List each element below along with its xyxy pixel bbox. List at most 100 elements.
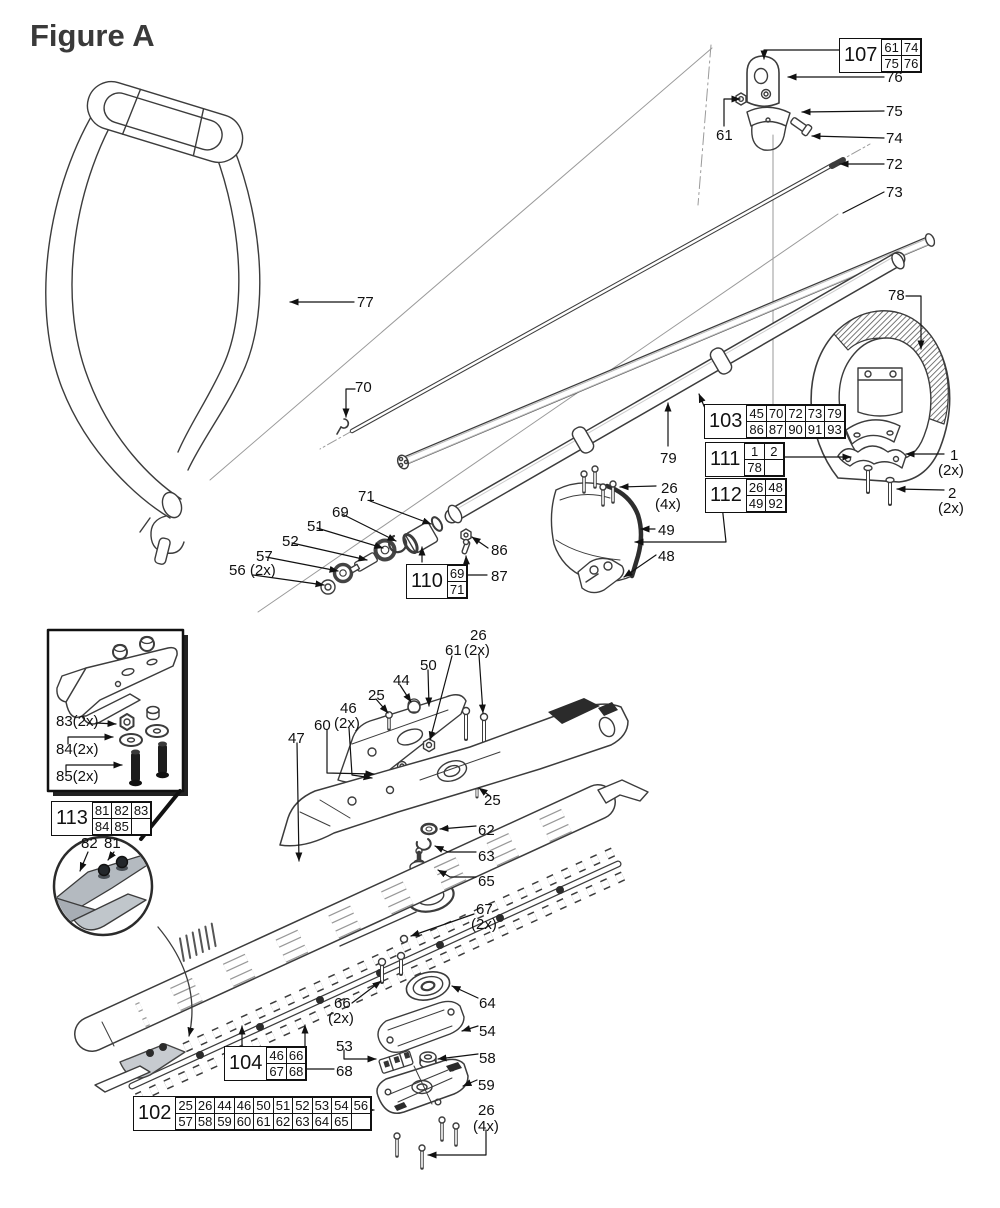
part-label-72: 72 xyxy=(886,156,903,173)
part-label-81: 81 xyxy=(104,835,121,852)
callout-cell: 79 xyxy=(824,405,845,422)
callout-cell: 67 xyxy=(266,1063,287,1080)
part-label-70: 70 xyxy=(355,379,372,396)
mount-bracket-48 xyxy=(577,557,625,594)
callout-cell: 59 xyxy=(214,1113,235,1130)
part-label-54: 54 xyxy=(479,1023,496,1040)
cutter-blade-104 xyxy=(94,847,626,1103)
part-qty-66: (2x) xyxy=(328,1010,354,1027)
part-label-59: 59 xyxy=(478,1077,495,1094)
callout-cell: 85 xyxy=(111,818,132,835)
callout-cell: 25 xyxy=(175,1097,196,1114)
callout-cell: 44 xyxy=(214,1097,235,1114)
callout-cell: 75 xyxy=(881,55,902,72)
part-label-61-gearbox: 61 xyxy=(445,642,462,659)
outer-shaft-tube-79 xyxy=(444,251,906,524)
part-label-84: 84(2x) xyxy=(56,741,99,758)
part-label-57: 57 xyxy=(256,548,273,565)
part-label-25-top: 25 xyxy=(368,687,385,704)
callout-cell: 74 xyxy=(900,39,922,56)
part-label-2: 2 xyxy=(948,485,957,502)
part-label-26-bottom: 26 xyxy=(478,1102,495,1119)
callout-cell xyxy=(763,459,784,476)
callout-cell: 52 xyxy=(292,1097,313,1114)
callout-number: 113 xyxy=(56,807,88,829)
callout-cell: 57 xyxy=(175,1113,196,1130)
callout-cell xyxy=(350,1113,372,1130)
callout-cell: 56 xyxy=(350,1097,372,1114)
gear-housing-60 xyxy=(279,698,629,847)
hanger-bracket-76 xyxy=(746,55,780,108)
construction-lines xyxy=(209,44,871,613)
shoulder-strap-77 xyxy=(45,80,261,565)
callout-cell: 71 xyxy=(446,581,468,598)
callout-number: 103 xyxy=(709,410,743,432)
lower-stack xyxy=(376,951,469,1170)
part-label-66: 66 xyxy=(334,995,351,1012)
part-label-82: 82 xyxy=(81,835,98,852)
callout-cell: 61 xyxy=(253,1113,274,1130)
callout-cell: 68 xyxy=(285,1063,307,1080)
callout-cell: 86 xyxy=(746,421,767,438)
callout-cell: 81 xyxy=(91,802,113,819)
callout-cell: 46 xyxy=(233,1097,255,1114)
callout-number: 110 xyxy=(411,570,443,592)
callout-cell: 69 xyxy=(446,565,468,582)
callout-cell: 46 xyxy=(266,1047,287,1064)
part-label-53: 53 xyxy=(336,1038,353,1055)
part-label-25-bottom: 25 xyxy=(484,792,501,809)
part-label-48: 48 xyxy=(658,548,675,565)
drive-rod-72 xyxy=(336,157,846,435)
part-label-78: 78 xyxy=(888,287,905,304)
part-label-58: 58 xyxy=(479,1050,496,1067)
part-qty-26-bottom: (4x) xyxy=(473,1118,499,1135)
callout-cell: 64 xyxy=(311,1113,333,1130)
callout-cell: 66 xyxy=(285,1047,307,1064)
callout-cell: 60 xyxy=(233,1113,255,1130)
callout-cell: 61 xyxy=(881,39,902,56)
blade-tip-magnifier xyxy=(52,789,195,1037)
callout-cell: 70 xyxy=(765,405,787,422)
part-label-71: 71 xyxy=(358,488,375,505)
part-label-62: 62 xyxy=(478,822,495,839)
part-label-73: 73 xyxy=(886,184,903,201)
callout-cell: 91 xyxy=(804,421,826,438)
callout-cell: 78 xyxy=(744,459,765,476)
part-label-77: 77 xyxy=(357,294,374,311)
part-label-47: 47 xyxy=(288,730,305,747)
callout-cell: 93 xyxy=(824,421,845,438)
part-label-67: 67 xyxy=(476,901,493,918)
part-label-26-gearbox: 26 xyxy=(470,627,487,644)
part-label-63: 63 xyxy=(478,848,495,865)
callout-cell: 58 xyxy=(194,1113,216,1130)
screw-74 xyxy=(790,117,813,137)
part-label-79: 79 xyxy=(660,450,677,467)
guard-screws-26 xyxy=(580,465,617,507)
part-qty-1: (2x) xyxy=(938,462,964,479)
callout-cell: 51 xyxy=(272,1097,294,1114)
callout-cell: 48 xyxy=(765,479,786,496)
part-qty-26-guard: (4x) xyxy=(655,496,681,513)
callout-cell: 53 xyxy=(311,1097,333,1114)
figure-title: Figure A xyxy=(30,18,155,53)
part-qty-2: (2x) xyxy=(938,500,964,517)
callout-cell: 26 xyxy=(745,479,767,496)
guard-rail-47 xyxy=(74,779,649,1052)
part-label-85: 85(2x) xyxy=(56,768,99,785)
callout-cell: 62 xyxy=(272,1113,294,1130)
part-qty-46: (2x) xyxy=(334,715,360,732)
callout-cell: 83 xyxy=(130,802,152,819)
clamp-75 xyxy=(746,106,791,151)
part-label-74: 74 xyxy=(886,130,903,147)
part-label-65: 65 xyxy=(478,873,495,890)
callout-number: 104 xyxy=(229,1052,263,1074)
part-label-56: 56 (2x) xyxy=(229,562,276,579)
callout-cell: 73 xyxy=(804,405,826,422)
callout-cell: 1 xyxy=(744,443,765,460)
callout-cell: 87 xyxy=(765,421,787,438)
